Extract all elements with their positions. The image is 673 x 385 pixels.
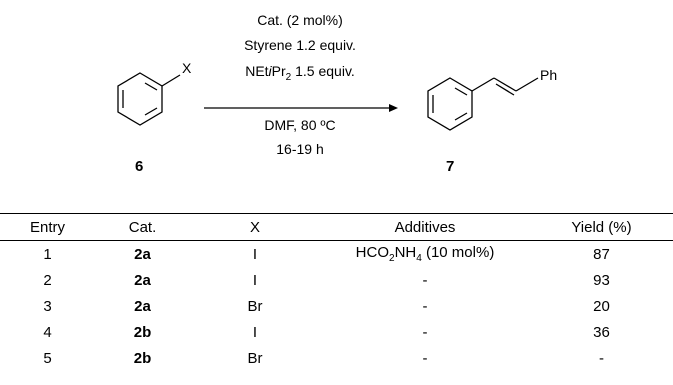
table-row: 5 2b Br - - <box>0 345 673 371</box>
header-additives: Additives <box>320 213 530 241</box>
cell-yield: - <box>599 349 604 367</box>
cell-entry: 5 <box>43 349 52 367</box>
reaction-arrow <box>204 104 398 112</box>
results-table: Entry Cat. X Additives Yield (%) 1 2a I … <box>0 213 673 371</box>
table-header-row: Entry Cat. X Additives Yield (%) <box>0 213 673 241</box>
cell-additive: HCO2NH4 (10 mol%) <box>355 244 495 264</box>
cell-x: Br <box>247 297 263 315</box>
table-row: 2 2a I - 93 <box>0 267 673 293</box>
product-substituent-label: Ph <box>540 67 558 83</box>
condition-styrene: Styrene 1.2 equiv. <box>244 37 356 53</box>
cell-catalyst: 2b <box>133 349 152 367</box>
header-x: X <box>190 213 320 241</box>
cell-additive: - <box>422 323 428 341</box>
cell-x: I <box>252 271 258 289</box>
cell-x: I <box>252 323 258 341</box>
cell-x: Br <box>247 349 263 367</box>
cell-entry: 4 <box>43 323 52 341</box>
condition-catalyst: Cat. (2 mol%) <box>257 12 343 28</box>
cell-catalyst: 2a <box>134 297 151 315</box>
reactant-compound-number: 6 <box>135 158 144 175</box>
header-entry: Entry <box>0 213 95 241</box>
cell-additive: - <box>422 271 428 289</box>
scheme-drawing <box>117 72 539 131</box>
table-row: 4 2b I - 36 <box>0 319 673 345</box>
cell-catalyst: 2b <box>133 323 152 341</box>
cell-yield: 20 <box>593 297 610 315</box>
reaction-scheme: X Ph 6 7 Cat. (2 mol%) Styrene 1.2 equiv… <box>117 12 558 175</box>
header-yield: Yield (%) <box>530 213 673 241</box>
cell-entry: 1 <box>43 245 52 263</box>
reactant-substituent-label: X <box>182 60 192 76</box>
cell-yield: 93 <box>593 271 610 289</box>
product-compound-number: 7 <box>446 158 455 175</box>
condition-solvent-temp: DMF, 80 ºC <box>264 117 336 133</box>
table-row: 3 2a Br - 20 <box>0 293 673 319</box>
cell-additive: - <box>422 349 428 367</box>
header-catalyst: Cat. <box>95 213 190 241</box>
cell-additive: - <box>422 297 428 315</box>
table-row: 1 2a I HCO2NH4 (10 mol%) 87 <box>0 241 673 268</box>
condition-base: NEtiPr2 1.5 equiv. <box>245 63 355 83</box>
cell-catalyst: 2a <box>134 271 151 289</box>
cell-x: I <box>252 245 258 263</box>
cell-entry: 3 <box>43 297 52 315</box>
cell-yield: 36 <box>593 323 610 341</box>
condition-time: 16-19 h <box>276 141 324 157</box>
cell-catalyst: 2a <box>134 245 151 263</box>
product-benzene-ring <box>427 77 539 131</box>
reactant-benzene-ring <box>117 72 181 126</box>
cell-yield: 87 <box>593 245 610 263</box>
cell-entry: 2 <box>43 271 52 289</box>
